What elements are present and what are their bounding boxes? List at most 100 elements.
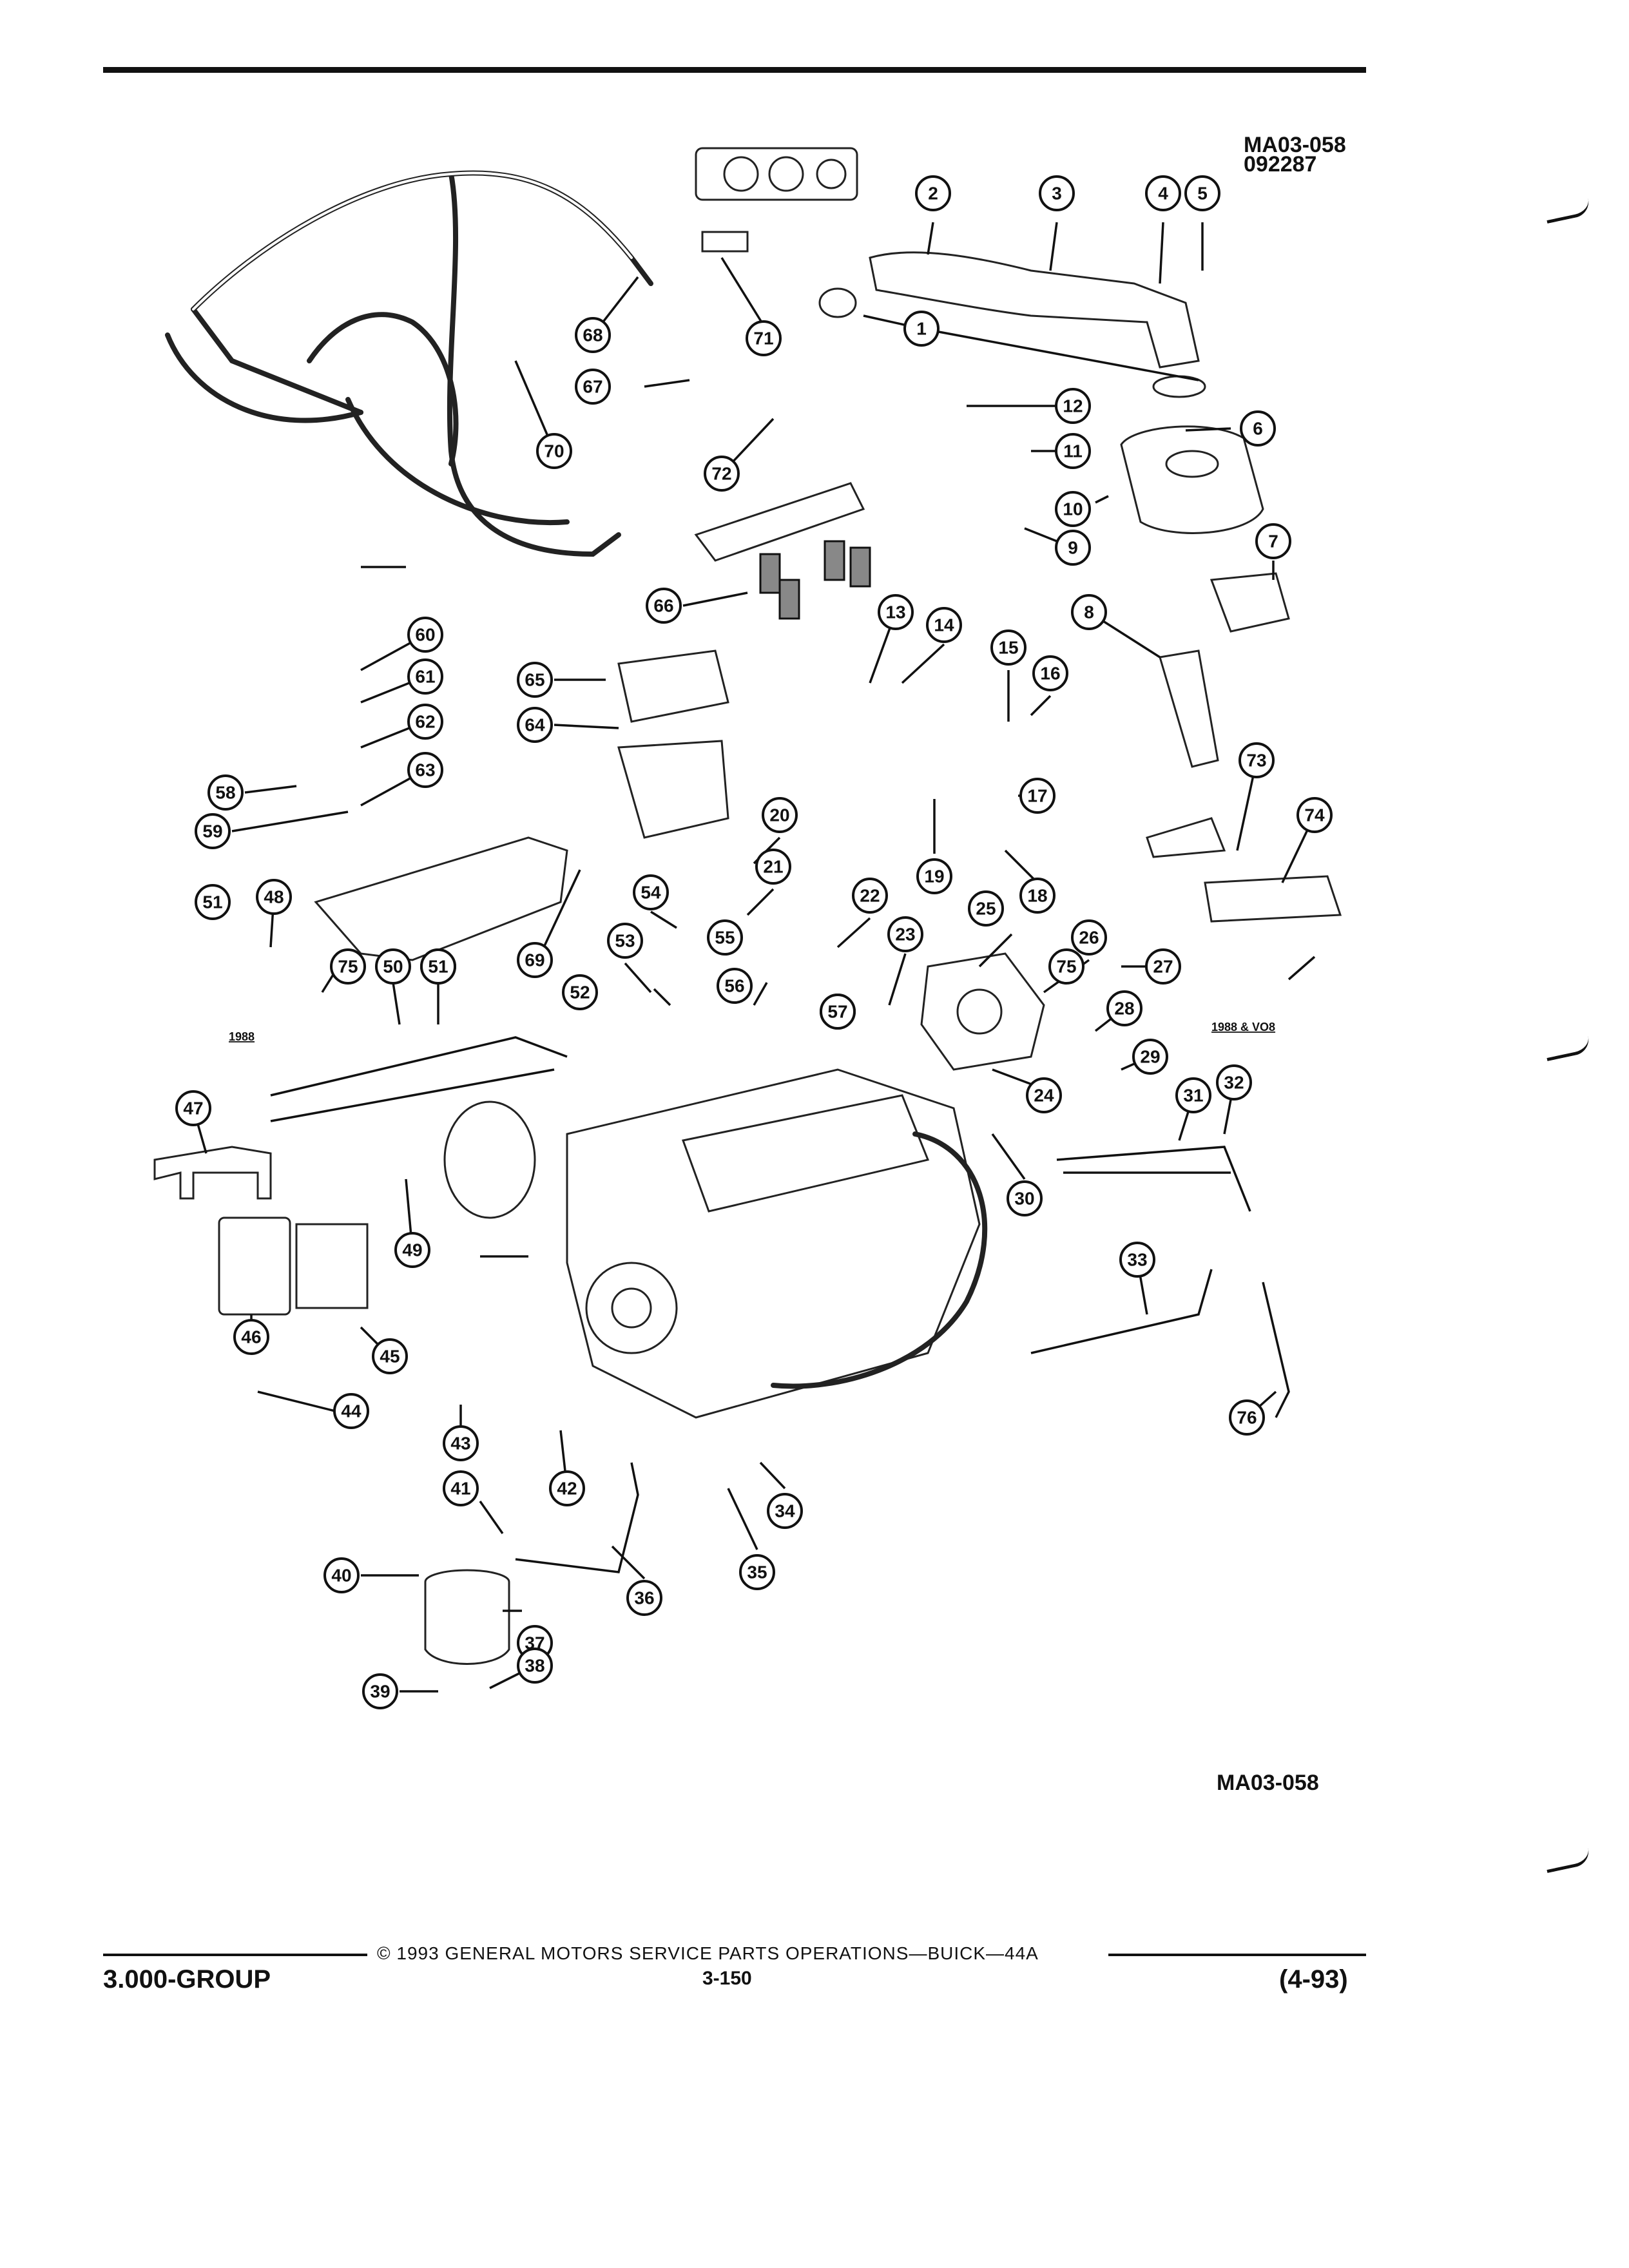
callout-number: 60: [415, 625, 435, 645]
callout-51: 51: [420, 948, 456, 985]
callout-number: 35: [747, 1562, 767, 1582]
callout-number: 75: [338, 957, 358, 977]
callout-number: 64: [525, 715, 545, 735]
callout-number: 30: [1014, 1189, 1034, 1209]
callout-73: 73: [1239, 742, 1275, 778]
callout-number: 73: [1246, 751, 1266, 771]
engine-block: [566, 1068, 988, 1419]
footer-rule-left: [103, 1954, 367, 1956]
callout-28: 28: [1106, 990, 1142, 1026]
callout-9: 9: [1055, 530, 1091, 566]
callout-number: 2: [928, 184, 938, 204]
callout-number: 23: [895, 925, 915, 945]
note-1988-left: 1988: [229, 1030, 255, 1043]
callout-number: 4: [1158, 184, 1168, 204]
callout-number: 34: [775, 1501, 795, 1521]
brackets-right: [1146, 572, 1342, 923]
callout-26: 26: [1071, 919, 1107, 956]
callout-number: 44: [341, 1401, 361, 1421]
callout-51: 51: [195, 884, 231, 920]
callout-14: 14: [926, 607, 962, 643]
callout-31: 31: [1175, 1077, 1211, 1113]
callout-12: 12: [1055, 388, 1091, 424]
top-rule: [103, 67, 1366, 73]
callout-30: 30: [1007, 1180, 1043, 1216]
callout-number: 36: [634, 1588, 654, 1608]
callout-number: 22: [860, 886, 880, 906]
callout-16: 16: [1032, 655, 1068, 691]
vacuum-lines: [1030, 1146, 1290, 1418]
callout-number: 21: [763, 857, 783, 877]
footer-page-number: 3-150: [702, 1968, 752, 1989]
callout-number: 6: [1253, 419, 1263, 439]
callout-63: 63: [407, 752, 443, 788]
wiring-harness: [165, 170, 653, 557]
air-cleaner: [1120, 425, 1264, 534]
callout-1: 1: [903, 311, 940, 347]
callout-43: 43: [443, 1425, 479, 1461]
callout-number: 72: [711, 464, 731, 484]
callout-number: 50: [383, 957, 403, 977]
callout-number: 57: [827, 1002, 847, 1022]
callout-number: 16: [1040, 664, 1060, 684]
callout-68: 68: [575, 317, 611, 353]
callout-number: 49: [402, 1240, 422, 1260]
callout-number: 10: [1063, 499, 1083, 519]
callout-45: 45: [372, 1338, 408, 1374]
callout-48: 48: [256, 879, 292, 915]
callout-number: 66: [653, 596, 673, 616]
callout-number: 33: [1127, 1250, 1147, 1270]
callout-number: 12: [1063, 396, 1083, 416]
figure-code-bottom: MA03-058: [1217, 1771, 1319, 1795]
callout-number: 54: [641, 883, 661, 903]
callout-7: 7: [1255, 523, 1291, 559]
footer-copyright: © 1993 GENERAL MOTORS SERVICE PARTS OPER…: [377, 1943, 1039, 1963]
callout-number: 25: [976, 899, 996, 919]
callout-40: 40: [323, 1557, 360, 1593]
callout-number: 13: [885, 602, 905, 622]
callout-2: 2: [915, 175, 951, 211]
ecm-cover: [314, 836, 568, 961]
callout-18: 18: [1019, 878, 1055, 914]
callout-35: 35: [739, 1554, 775, 1590]
callout-64: 64: [517, 707, 553, 743]
callout-number: 18: [1027, 886, 1047, 906]
callout-50: 50: [375, 948, 411, 985]
callout-number: 26: [1079, 928, 1099, 948]
callout-number: 40: [331, 1566, 351, 1586]
callout-57: 57: [820, 994, 856, 1030]
callout-46: 46: [233, 1319, 269, 1355]
callout-number: 56: [724, 976, 744, 996]
callout-number: 71: [753, 329, 773, 349]
callout-number: 67: [583, 377, 602, 397]
ecm-unit: [153, 1146, 369, 1316]
callout-number: 45: [380, 1347, 400, 1367]
callout-23: 23: [887, 916, 923, 952]
callout-10: 10: [1055, 491, 1091, 527]
callout-number: 27: [1153, 957, 1173, 977]
callout-number: 68: [583, 325, 602, 345]
callout-24: 24: [1026, 1077, 1062, 1113]
figure-code: MA03-058: [1244, 133, 1346, 157]
callout-65: 65: [517, 662, 553, 698]
callout-66: 66: [646, 588, 682, 624]
callout-34: 34: [767, 1493, 803, 1529]
callout-number: 17: [1027, 786, 1047, 806]
footer-date: (4-93): [1279, 1965, 1348, 1994]
callout-number: 29: [1140, 1047, 1160, 1067]
callout-number: 46: [241, 1327, 261, 1347]
callout-number: 1: [916, 319, 927, 339]
callout-number: 70: [544, 441, 564, 461]
callout-number: 75: [1056, 957, 1076, 977]
callout-41: 41: [443, 1470, 479, 1506]
callout-number: 41: [450, 1479, 470, 1499]
callout-number: 61: [415, 667, 435, 687]
callout-number: 43: [450, 1434, 470, 1454]
callout-67: 67: [575, 369, 611, 405]
callout-61: 61: [407, 658, 443, 695]
callout-number: 38: [525, 1656, 545, 1676]
callout-number: 28: [1114, 999, 1134, 1019]
callout-42: 42: [549, 1470, 585, 1506]
